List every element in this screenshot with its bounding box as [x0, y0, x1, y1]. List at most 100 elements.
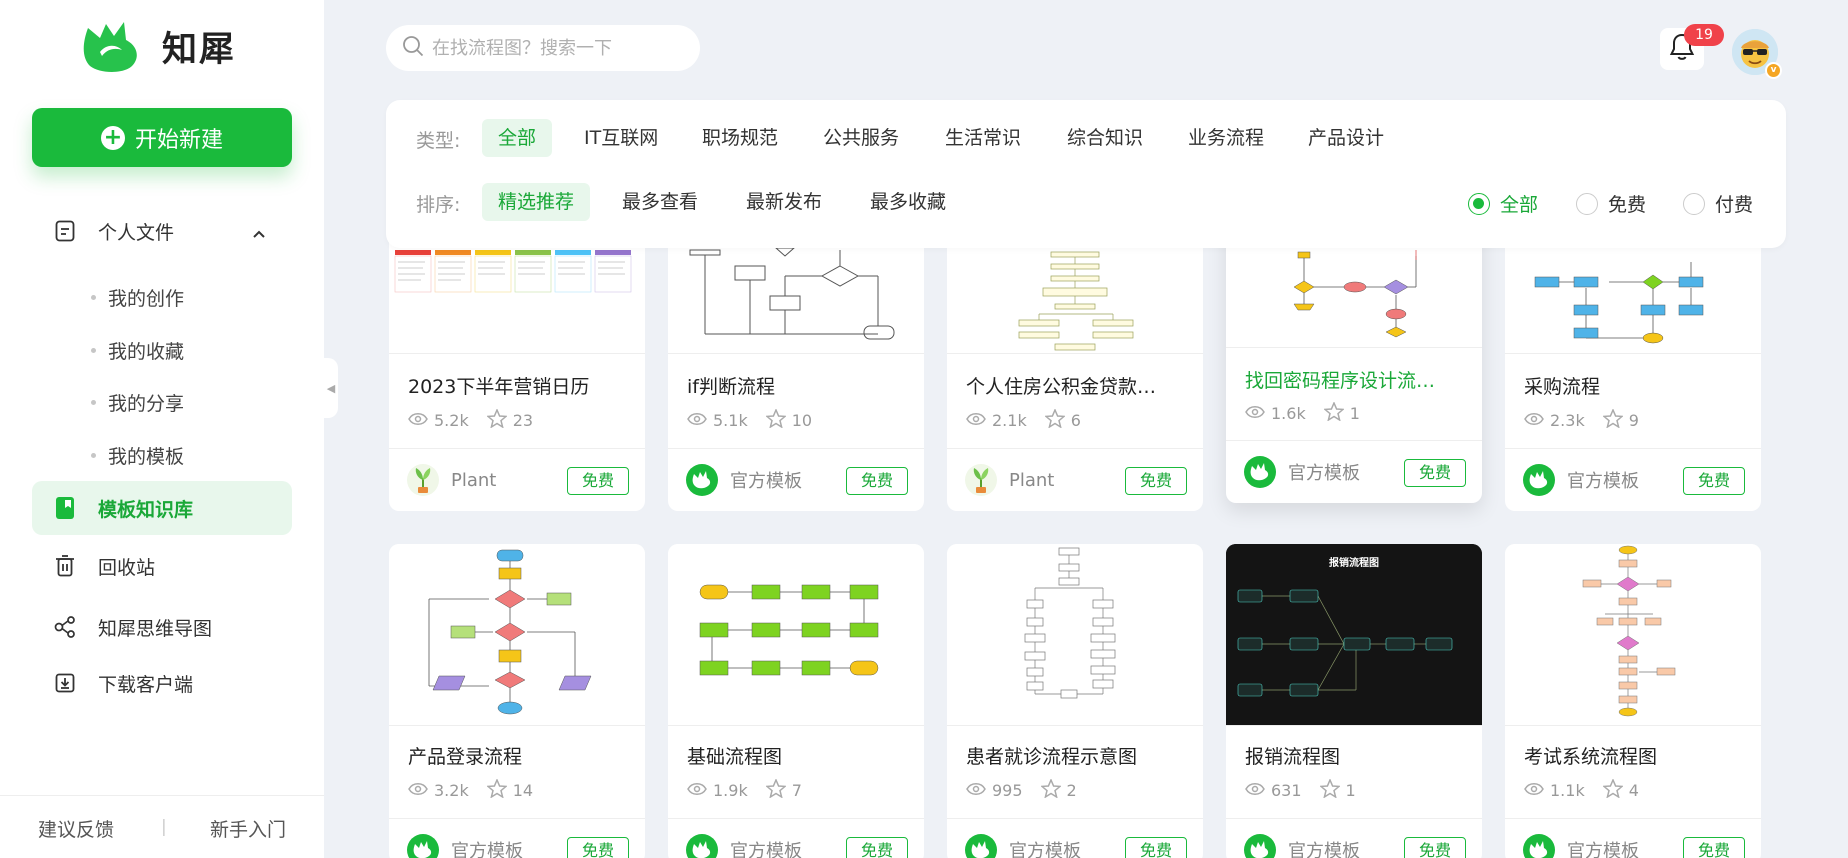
sidebar-item-mind-map[interactable]: 知犀思维导图 [32, 600, 292, 654]
sidebar-item-my-creations[interactable]: 我的创作 [90, 284, 184, 311]
app-name: 知犀 [162, 29, 237, 70]
card-title: if判断流程 [687, 376, 775, 398]
card-stats: 1.9k 7 [687, 778, 820, 802]
radio-checked-icon [1468, 192, 1490, 215]
sidebar-item-personal-files[interactable]: 个人文件 [32, 204, 292, 258]
card-footer: 官方模板 免费 [1226, 818, 1482, 858]
price-radio-label: 全部 [1500, 194, 1539, 216]
author-name: 官方模板 [1288, 841, 1360, 858]
card-title: 个人住房公积金贷款… [966, 376, 1157, 398]
eye-icon [966, 411, 986, 430]
sort-chip-newest[interactable]: 最新发布 [746, 191, 823, 213]
eye-icon [408, 411, 428, 430]
trash-icon [54, 555, 76, 577]
sidebar-item-template-library[interactable]: 模板知识库 [32, 481, 292, 535]
feedback-link[interactable]: 建议反馈 [38, 819, 115, 841]
star-count: 14 [512, 781, 534, 800]
card-author[interactable]: 官方模板 [407, 834, 523, 858]
card-footer: 官方模板 免费 [389, 818, 645, 858]
price-radio-all[interactable]: 全部 [1468, 190, 1538, 217]
sort-chip-featured[interactable]: 精选推荐 [482, 183, 591, 221]
app-logo[interactable]: 知犀 [80, 18, 236, 74]
plus-icon: + [100, 125, 125, 150]
template-card[interactable]: 考试系统流程图 1.1k 4 官方模板 免费 [1505, 544, 1761, 858]
type-chip-life-tips[interactable]: 生活常识 [945, 127, 1022, 149]
star-icon [1318, 778, 1341, 802]
sidebar-footer: 建议反馈 | 新手入门 [0, 795, 324, 858]
sort-chip-most-viewed[interactable]: 最多查看 [622, 191, 699, 213]
free-badge: 免费 [1124, 467, 1187, 495]
type-chip-public-service[interactable]: 公共服务 [823, 127, 900, 149]
guide-link[interactable]: 新手入门 [210, 819, 287, 841]
free-badge: 免费 [1403, 837, 1466, 858]
view-count: 2.1k [992, 411, 1027, 430]
card-author[interactable]: Plant [965, 464, 1054, 496]
type-chip-business-process[interactable]: 业务流程 [1188, 127, 1265, 149]
sidebar-item-my-shares[interactable]: 我的分享 [90, 389, 184, 416]
author-name: Plant [451, 469, 497, 491]
star-icon [485, 408, 508, 432]
sort-filter-label: 排序: [416, 194, 461, 216]
chevron-up-icon[interactable] [252, 222, 266, 244]
view-count: 5.1k [713, 411, 748, 430]
star-count: 1 [1345, 781, 1356, 800]
type-chip-all[interactable]: 全部 [482, 119, 553, 157]
sidebar-item-my-templates[interactable]: 我的模板 [90, 442, 184, 469]
card-thumbnail [389, 544, 645, 726]
type-filter-label: 类型: [416, 130, 461, 152]
sidebar-item-label: 知犀思维导图 [98, 617, 213, 640]
radio-unchecked-icon [1683, 192, 1705, 215]
sidebar-collapse-handle[interactable]: ◀ [324, 358, 338, 418]
template-card[interactable]: 产品登录流程 3.2k 14 官方模板 免费 [389, 544, 645, 858]
star-count: 10 [791, 411, 813, 430]
search-bar[interactable] [386, 25, 700, 71]
sidebar: 知犀 + 开始新建 个人文件 我的创作 我的收藏 我的分享 我的模板 模板知识库… [0, 0, 324, 858]
rhino-avatar-icon [1244, 834, 1276, 858]
type-chip-general-knowledge[interactable]: 综合知识 [1067, 127, 1144, 149]
view-count: 631 [1271, 781, 1302, 800]
user-avatar[interactable]: v [1732, 29, 1782, 79]
star-icon [485, 778, 508, 802]
sidebar-item-download-client[interactable]: 下载客户端 [32, 656, 292, 710]
card-author[interactable]: 官方模板 [1244, 834, 1360, 858]
card-author[interactable]: 官方模板 [1523, 464, 1639, 496]
free-badge: 免费 [1682, 837, 1745, 858]
free-badge: 免费 [1124, 837, 1187, 858]
card-author[interactable]: Plant [407, 464, 496, 496]
rhino-avatar-icon [407, 834, 439, 858]
sidebar-item-recycle-bin[interactable]: 回收站 [32, 539, 292, 593]
sidebar-item-my-favorites[interactable]: 我的收藏 [90, 337, 184, 364]
card-author[interactable]: 官方模板 [686, 834, 802, 858]
card-author[interactable]: 官方模板 [686, 464, 802, 496]
view-count: 5.2k [434, 411, 469, 430]
plant-avatar-icon [407, 464, 439, 496]
view-count: 3.2k [434, 781, 469, 800]
template-card[interactable]: 报销流程图 报销流程图 631 1 官方模板 免费 [1226, 544, 1482, 858]
rhino-avatar-icon [686, 834, 718, 858]
type-chip-it[interactable]: IT互联网 [584, 127, 659, 149]
star-count: 7 [791, 781, 802, 800]
star-icon [764, 778, 787, 802]
template-card[interactable]: 基础流程图 1.9k 7 官方模板 免费 [668, 544, 924, 858]
author-name: 官方模板 [1567, 471, 1639, 492]
type-chip-workplace[interactable]: 职场规范 [702, 127, 779, 149]
sort-chip-most-favorited[interactable]: 最多收藏 [870, 191, 947, 213]
create-new-button[interactable]: + 开始新建 [32, 108, 292, 167]
card-title: 产品登录流程 [408, 746, 523, 768]
price-radio-paid[interactable]: 付费 [1683, 190, 1753, 217]
template-card[interactable]: 患者就诊流程示意图 995 2 官方模板 免费 [947, 544, 1203, 858]
rhino-avatar-icon [1244, 456, 1276, 488]
search-input[interactable] [432, 37, 682, 59]
card-author[interactable]: 官方模板 [965, 834, 1081, 858]
free-badge: 免费 [845, 837, 908, 858]
rhino-avatar-icon [686, 464, 718, 496]
card-footer: Plant 免费 [389, 448, 645, 511]
price-radio-free[interactable]: 免费 [1576, 190, 1646, 217]
view-count: 1.9k [713, 781, 748, 800]
card-author[interactable]: 官方模板 [1523, 834, 1639, 858]
price-radio-label: 付费 [1715, 194, 1754, 216]
card-author[interactable]: 官方模板 [1244, 456, 1360, 488]
card-stats: 1.1k 4 [1524, 778, 1657, 802]
type-chip-product-design[interactable]: 产品设计 [1308, 127, 1385, 149]
author-name: Plant [1009, 469, 1055, 491]
